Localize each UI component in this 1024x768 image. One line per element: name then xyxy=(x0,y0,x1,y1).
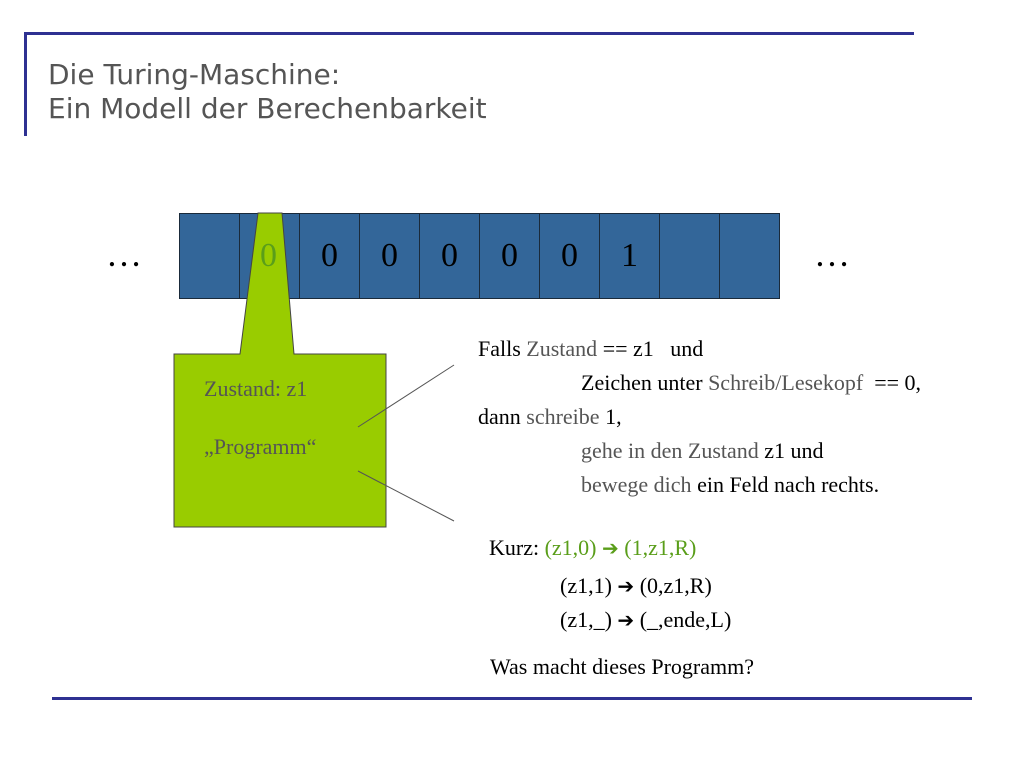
short-rule-1: Kurz: (z1,0) ➔ (1,z1,R) xyxy=(489,535,696,561)
head-program-label: „Programm“ xyxy=(204,434,317,459)
slide-title: Die Turing-Maschine: Ein Modell der Bere… xyxy=(48,58,487,126)
rule-line-1: Falls Zustand == z1 und xyxy=(478,336,703,362)
short-rule-1-left: (z1,0) xyxy=(544,535,603,560)
tape-cell: 0 xyxy=(299,213,360,299)
rule-feld-rechts: ein Feld nach rechts. xyxy=(691,472,880,497)
tape-right-ellipsis: … xyxy=(814,234,850,274)
tape-cell: 0 xyxy=(539,213,600,299)
title-line-1: Die Turing-Maschine: xyxy=(48,58,341,91)
rule-line-4: gehe in den Zustand z1 und xyxy=(581,438,824,464)
rule-dann: dann xyxy=(478,404,527,429)
short-rule-3: (z1,_) ➔ (_,ende,L) xyxy=(560,607,731,633)
tape-cell: 0 xyxy=(419,213,480,299)
short-rule-2-right: (0,z1,R) xyxy=(634,573,712,598)
bottom-rule xyxy=(52,697,972,700)
rule-z1-und: == z1 und xyxy=(597,336,704,361)
short-rule-3-left: (z1,_) xyxy=(560,607,618,632)
arrow-right-icon: ➔ xyxy=(617,608,635,632)
short-rule-1-right: (1,z1,R) xyxy=(618,535,697,560)
rule-zeichen-unter: Zeichen unter xyxy=(581,370,709,395)
short-label: Kurz: xyxy=(489,535,545,560)
short-rule-2: (z1,1) ➔ (0,z1,R) xyxy=(560,573,712,599)
read-write-head-body xyxy=(173,212,387,528)
arrow-right-icon: ➔ xyxy=(617,574,635,598)
tape-cell: 0 xyxy=(479,213,540,299)
rule-line-2: Zeichen unter Schreib/Lesekopf == 0, xyxy=(581,370,921,396)
rule-one: 1, xyxy=(599,404,622,429)
rule-falls: Falls xyxy=(478,336,527,361)
tape-cell: 0 xyxy=(359,213,420,299)
title-frame-left-rule xyxy=(24,32,27,136)
head-state-label: Zustand: z1 xyxy=(204,376,308,401)
title-line-2: Ein Modell der Berechenbarkeit xyxy=(48,92,487,125)
pointer-line-lower xyxy=(357,470,455,522)
short-rule-3-right: (_,ende,L) xyxy=(634,607,732,632)
tape-cell xyxy=(179,213,240,299)
rule-equals-zero: == 0, xyxy=(863,370,922,395)
pointer-line-upper xyxy=(357,364,455,428)
rule-bewege-dich: bewege dich xyxy=(581,472,692,497)
tape-cell: 1 xyxy=(599,213,660,299)
arrow-right-icon: ➔ xyxy=(602,536,619,560)
head-cell-symbol: 0 xyxy=(260,236,277,274)
rule-schreibe: schreibe xyxy=(526,404,600,429)
short-rule-2-left: (z1,1) xyxy=(560,573,618,598)
rule-z1-und-2: z1 und xyxy=(758,438,824,463)
rule-line-5: bewege dich ein Feld nach rechts. xyxy=(581,472,879,498)
tape-cell xyxy=(659,213,720,299)
question-text: Was macht dieses Programm? xyxy=(490,654,754,679)
tape-left-ellipsis: … xyxy=(106,234,142,274)
rule-zustand: Zustand xyxy=(526,336,598,361)
title-frame-top-rule xyxy=(24,32,914,35)
rule-line-3: dann schreibe 1, xyxy=(478,404,622,430)
rule-gehe-zustand: gehe in den Zustand xyxy=(581,438,759,463)
tape-cell xyxy=(719,213,780,299)
rule-schreib-lesekopf: Schreib/Lesekopf xyxy=(708,370,864,395)
title-frame xyxy=(24,32,914,136)
